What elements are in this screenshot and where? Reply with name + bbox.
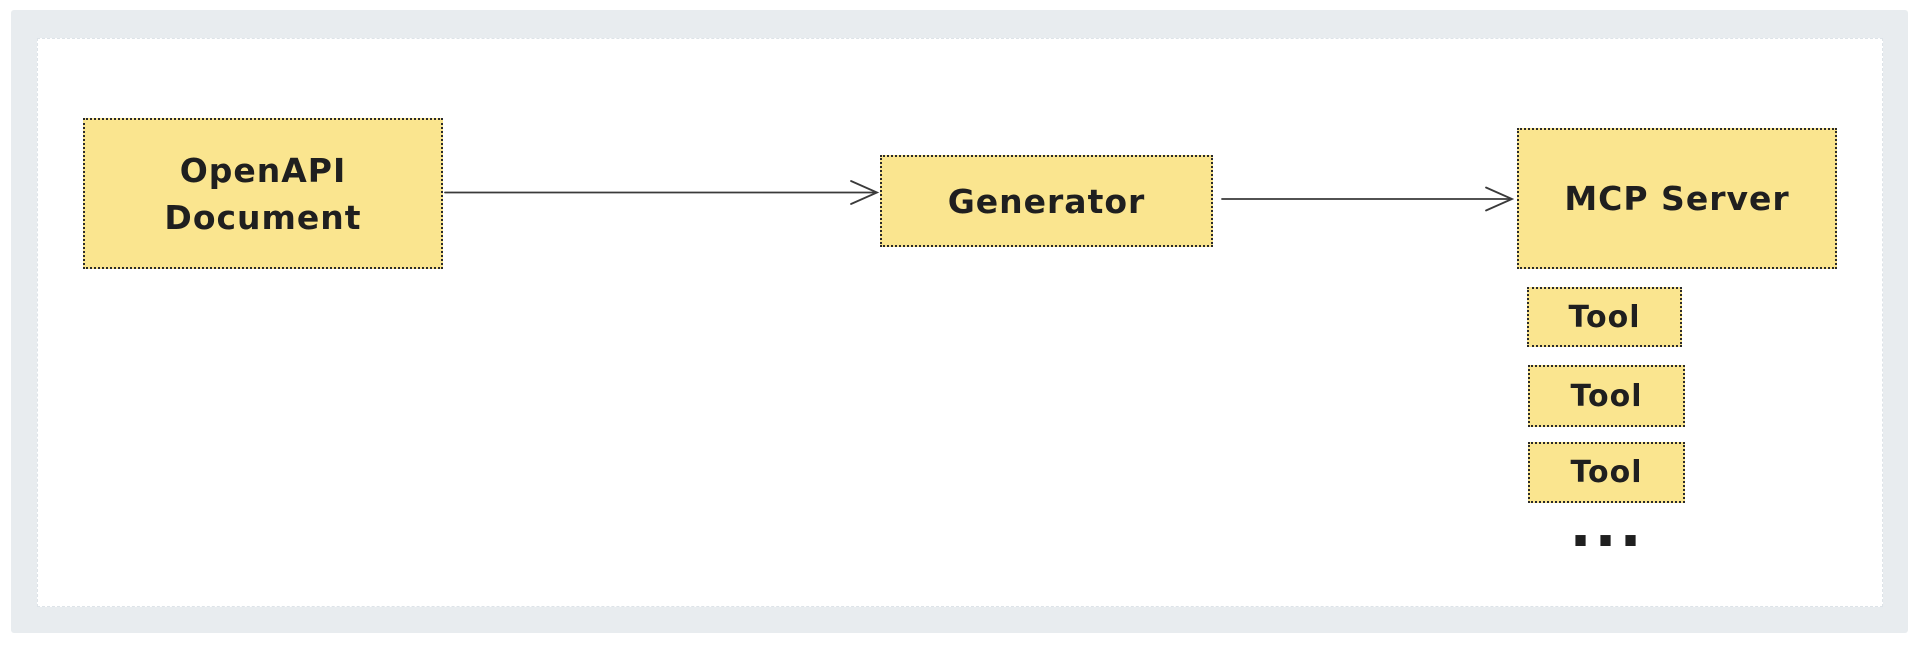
more-tools-ellipsis: ... bbox=[1569, 492, 1645, 560]
node-generator-label: Generator bbox=[947, 181, 1146, 221]
node-tool-1-label: Tool bbox=[1568, 299, 1641, 335]
node-tool-1: Tool bbox=[1527, 287, 1682, 347]
node-tool-2: Tool bbox=[1528, 365, 1685, 427]
node-openapi-document: OpenAPI Document bbox=[83, 118, 443, 269]
node-tool-2-label: Tool bbox=[1570, 378, 1643, 414]
node-tool-3-label: Tool bbox=[1570, 455, 1643, 490]
node-mcp-server: MCP Server bbox=[1517, 128, 1837, 269]
node-mcp-server-label: MCP Server bbox=[1564, 179, 1790, 218]
node-generator: Generator bbox=[880, 155, 1213, 247]
node-openapi-document-label: OpenAPI Document bbox=[164, 150, 362, 237]
node-tool-3: Tool bbox=[1528, 442, 1685, 503]
